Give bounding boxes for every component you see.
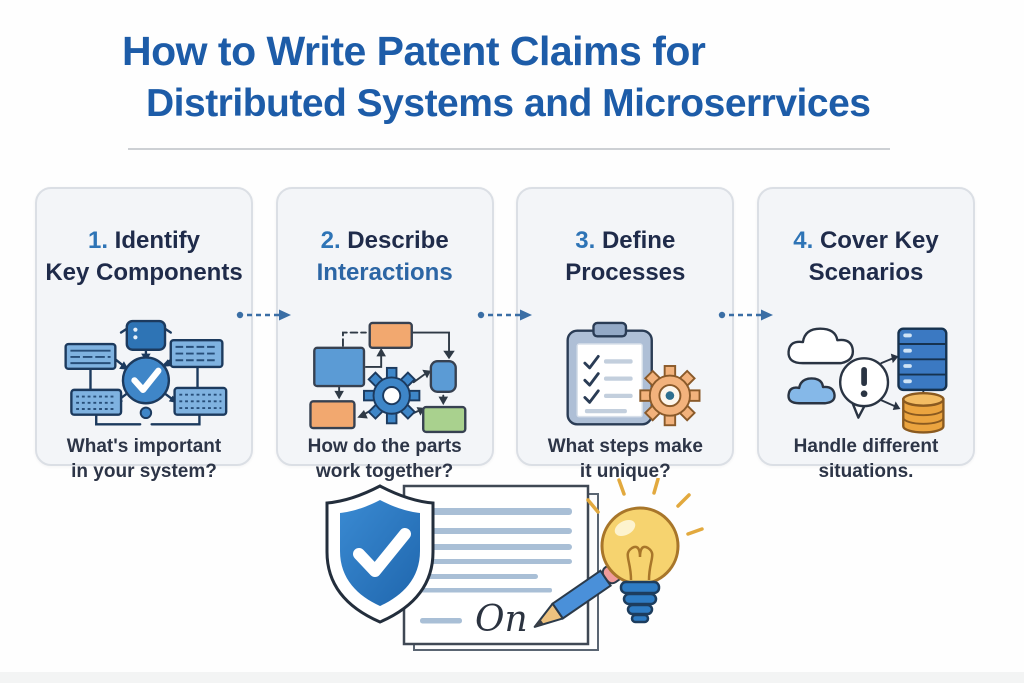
step-card-3: 3. Define Processes [516,187,735,482]
step-2-number: 2. [320,226,341,254]
shield-check-icon [325,484,435,624]
step-1-heading-line2: Key Components [45,258,243,286]
step-4-heading-line2: Scenarios [808,258,924,286]
steps-row: 1. Identify Key Components [35,187,975,482]
step-1-number: 1. [87,226,108,254]
step-2-heading-line2: Interactions [316,258,453,286]
step-3-heading-line2: Processes [565,258,686,286]
step-card-1: 1. Identify Key Components [35,187,253,482]
caption-line: What steps make [547,436,703,458]
flow-arrow-1-2 [235,308,293,327]
step-2-heading-word: Describe [347,226,449,254]
cloud-alert-server-database-icon [780,319,952,434]
title-divider [128,148,890,150]
caption-line: situations. [818,461,914,483]
footer-illustration: On [293,477,738,683]
page-title-line1: How to Write Patent Claims for [122,28,706,74]
step-4-heading-word: Cover Key [819,226,939,254]
network-components-icon [58,319,230,434]
bottom-strip [0,672,1024,683]
lightbulb-icon [586,477,704,624]
step-3-heading-line1: 3. Define [575,227,675,254]
flow-arrow-2-3 [476,308,534,327]
step-2-heading: 2. Describe Interactions [317,225,453,288]
caption-line: Handle different [793,436,939,458]
step-card-4: 4. Cover Key Scenarios [756,187,975,482]
step-4-heading: 4. Cover Key Scenarios [793,225,938,288]
step-1-caption: What's important in your system? [67,434,221,484]
caption-line: in your system? [71,461,217,483]
caption-line: How do the parts [307,436,462,458]
step-3-caption: What steps make it unique? [548,434,703,484]
step-4-heading-line1: 4. Cover Key [793,227,938,254]
signature-text: On [475,599,528,640]
page-title-line2: Distributed Systems and Microserrvices [146,82,871,125]
caption-line: it unique? [579,461,671,483]
step-3-heading: 3. Define Processes [565,225,685,288]
caption-line: What's important [66,436,222,458]
step-3-heading-word: Define [601,226,676,254]
step-2-caption: How do the parts work together? [308,434,462,484]
step-1-heading: 1. Identify Key Components [45,225,242,288]
step-4-number: 4. [793,226,814,254]
caption-line: work together? [316,461,454,483]
step-4-caption: Handle different situations. [794,434,939,484]
flow-arrow-3-4 [717,308,775,327]
step-card-2: 2. Describe Interactions [275,187,494,482]
step-3-number: 3. [575,226,596,254]
step-1-heading-line1: 1. Identify [88,227,200,254]
step-1-heading-word: Identify [114,226,200,254]
step-2-heading-line1: 2. Describe [321,227,449,254]
flowchart-gear-icon [299,319,471,434]
clipboard-checklist-gear-icon [539,319,711,434]
